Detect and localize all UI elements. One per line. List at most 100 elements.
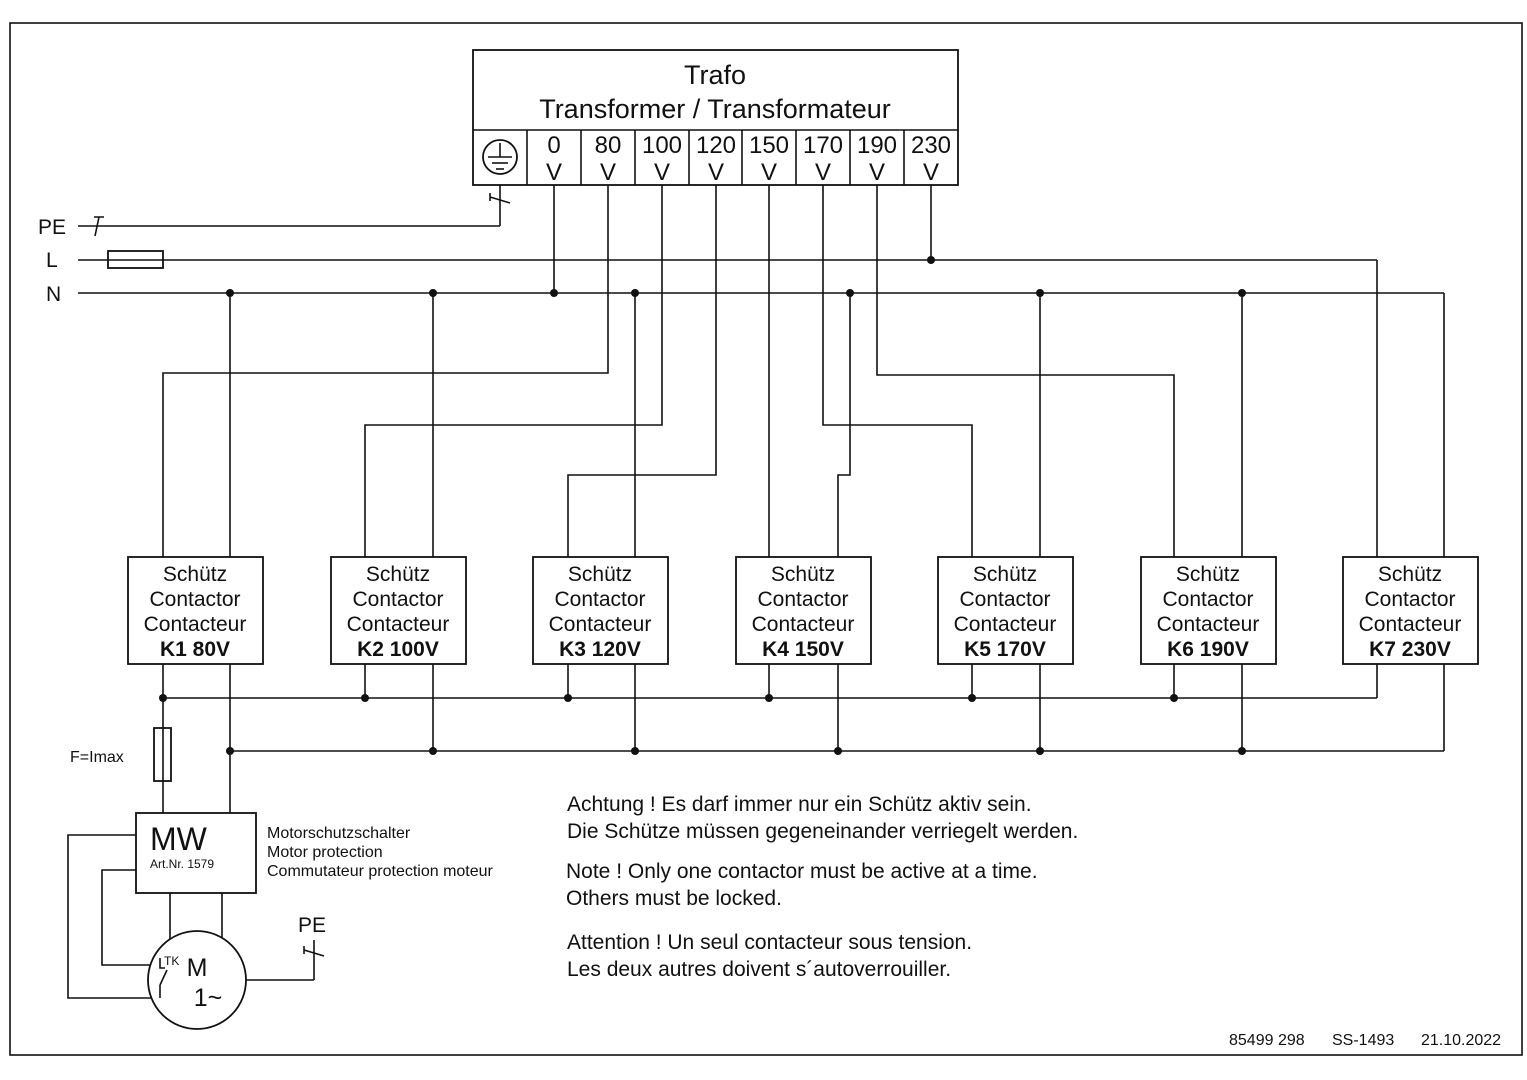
contactor-k4-line2: Contactor bbox=[757, 588, 848, 611]
contactor-k7-line1: Schütz bbox=[1378, 563, 1442, 586]
motor-protection-desc-en: Motor protection bbox=[267, 844, 383, 861]
motor-phase: 1~ bbox=[194, 984, 223, 1012]
tap-170-unit: V bbox=[815, 159, 831, 186]
junction-dot bbox=[927, 256, 935, 264]
notes: Achtung ! Es darf immer nur ein Schütz a… bbox=[566, 793, 1078, 981]
contactor-k2-line2: Contactor bbox=[352, 588, 443, 611]
motor-pe-terminal-icon bbox=[303, 946, 325, 957]
junction-dot bbox=[834, 747, 842, 755]
contactor-k1: Schütz Contactor Contacteur K1 80V bbox=[127, 556, 264, 665]
contactor-k4-line3: Contacteur bbox=[752, 613, 855, 636]
rail-label-n: N bbox=[46, 283, 61, 306]
contactor-k1-line1: Schütz bbox=[163, 563, 227, 586]
fuse-label: F=Imax bbox=[70, 749, 124, 766]
note-de-line2: Die Schütze müssen gegeneinander verrieg… bbox=[567, 820, 1078, 843]
tap-0-unit: V bbox=[546, 159, 562, 186]
contactor-k6-line1: Schütz bbox=[1176, 563, 1240, 586]
note-fr-line2: Les deux autres doivent s´autoverrouille… bbox=[567, 958, 951, 981]
junction-dot bbox=[429, 747, 437, 755]
footer: 85499 298 SS-1493 21.10.2022 bbox=[1229, 1032, 1501, 1049]
contactor-k7: Schütz Contactor Contacteur K7 230V bbox=[1342, 556, 1479, 665]
transformer: Trafo Transformer / Transformateur 0 V 8… bbox=[472, 49, 959, 186]
contactor-k5-label: K5 170V bbox=[964, 638, 1046, 661]
tap-230-value: 230 bbox=[911, 132, 951, 159]
footer-date: 21.10.2022 bbox=[1421, 1032, 1501, 1049]
junction-dot bbox=[226, 289, 234, 297]
contactor-k1-line2: Contactor bbox=[149, 588, 240, 611]
thermal-contact-icon bbox=[159, 958, 168, 998]
contactor-k4-line1: Schütz bbox=[771, 563, 835, 586]
contactor-k3-line1: Schütz bbox=[568, 563, 632, 586]
tap-100-unit: V bbox=[654, 159, 670, 186]
contactor-k5-line3: Contacteur bbox=[954, 613, 1057, 636]
contactor-k3-label: K3 120V bbox=[559, 638, 641, 661]
junction-dot bbox=[846, 289, 854, 297]
junction-dot bbox=[1238, 747, 1246, 755]
contactor-k5: Schütz Contactor Contacteur K5 170V bbox=[937, 556, 1074, 665]
contactor-k6-line3: Contacteur bbox=[1157, 613, 1260, 636]
junction-dot bbox=[1036, 747, 1044, 755]
tap-120-unit: V bbox=[708, 159, 724, 186]
transformer-subtitle: Transformer / Transformateur bbox=[539, 94, 891, 124]
transformer-title: Trafo bbox=[684, 60, 746, 90]
contactor-k7-label: K7 230V bbox=[1369, 638, 1451, 661]
junction-dot bbox=[226, 747, 234, 755]
junction-dot bbox=[968, 694, 976, 702]
motor-protection-desc-fr: Commutateur protection moteur bbox=[267, 863, 494, 880]
earth-terminal-icon bbox=[489, 193, 511, 204]
motor: M 1~ TK PE bbox=[147, 914, 326, 1030]
junction-dot bbox=[429, 289, 437, 297]
tap-190-unit: V bbox=[869, 159, 885, 186]
contactor-k2: Schütz Contactor Contacteur K2 100V bbox=[330, 556, 467, 665]
motor-label: M bbox=[187, 954, 208, 982]
supply-rails: PE L N bbox=[38, 185, 1444, 306]
tap-0-value: 0 bbox=[547, 132, 560, 159]
contactor-k4-label: K4 150V bbox=[762, 638, 844, 661]
tap-230-unit: V bbox=[923, 159, 939, 186]
junction-dot bbox=[1036, 289, 1044, 297]
pe-terminal-icon bbox=[94, 216, 104, 237]
contactor-k4: Schütz Contactor Contacteur K4 150V bbox=[735, 556, 872, 665]
note-fr-line1: Attention ! Un seul contacteur sous tens… bbox=[567, 931, 972, 954]
thermal-contact-label: TK bbox=[164, 954, 179, 968]
contactor-k6-line2: Contactor bbox=[1162, 588, 1253, 611]
contactor-k3: Schütz Contactor Contacteur K3 120V bbox=[532, 556, 669, 665]
rail-label-pe: PE bbox=[38, 216, 66, 239]
junction-dot bbox=[1238, 289, 1246, 297]
contactor-k2-label: K2 100V bbox=[357, 638, 439, 661]
contactor-k2-line3: Contacteur bbox=[347, 613, 450, 636]
tap-80-unit: V bbox=[600, 159, 616, 186]
tap-190-value: 190 bbox=[857, 132, 897, 159]
contactor-k2-line1: Schütz bbox=[366, 563, 430, 586]
contactor-k6-label: K6 190V bbox=[1167, 638, 1249, 661]
contactor-k5-line2: Contactor bbox=[959, 588, 1050, 611]
junction-dot bbox=[765, 694, 773, 702]
motor-protection-desc-de: Motorschutzschalter bbox=[267, 825, 411, 842]
tap-80-value: 80 bbox=[595, 132, 622, 159]
note-de-line1: Achtung ! Es darf immer nur ein Schütz a… bbox=[567, 793, 1032, 816]
contactor-k7-line2: Contactor bbox=[1364, 588, 1455, 611]
motor-protection-title: MW bbox=[150, 821, 208, 857]
motor-pe-label: PE bbox=[298, 914, 326, 937]
note-en-line1: Note ! Only one contactor must be active… bbox=[566, 860, 1038, 883]
footer-drawing-id: SS-1493 bbox=[1332, 1032, 1394, 1049]
junction-dot bbox=[564, 694, 572, 702]
junction-dot bbox=[631, 289, 639, 297]
contactor-k1-label: K1 80V bbox=[160, 638, 230, 661]
junction-dot bbox=[1170, 694, 1178, 702]
junction-dot bbox=[550, 289, 558, 297]
tap-170-value: 170 bbox=[803, 132, 843, 159]
footer-doc-number: 85499 298 bbox=[1229, 1032, 1305, 1049]
junction-dot bbox=[631, 747, 639, 755]
tap-150-value: 150 bbox=[749, 132, 789, 159]
tap-120-value: 120 bbox=[696, 132, 736, 159]
tap-wiring bbox=[162, 185, 1445, 557]
tap-150-unit: V bbox=[761, 159, 777, 186]
contactor-k1-line3: Contacteur bbox=[144, 613, 247, 636]
contactor-k3-line3: Contacteur bbox=[549, 613, 652, 636]
rail-label-l: L bbox=[46, 249, 58, 272]
drawing-frame bbox=[9, 22, 1523, 1056]
motor-protection: MW Art.Nr. 1579 Motorschutzschalter Moto… bbox=[67, 812, 494, 999]
contactor-k6: Schütz Contactor Contacteur K6 190V bbox=[1140, 556, 1277, 665]
